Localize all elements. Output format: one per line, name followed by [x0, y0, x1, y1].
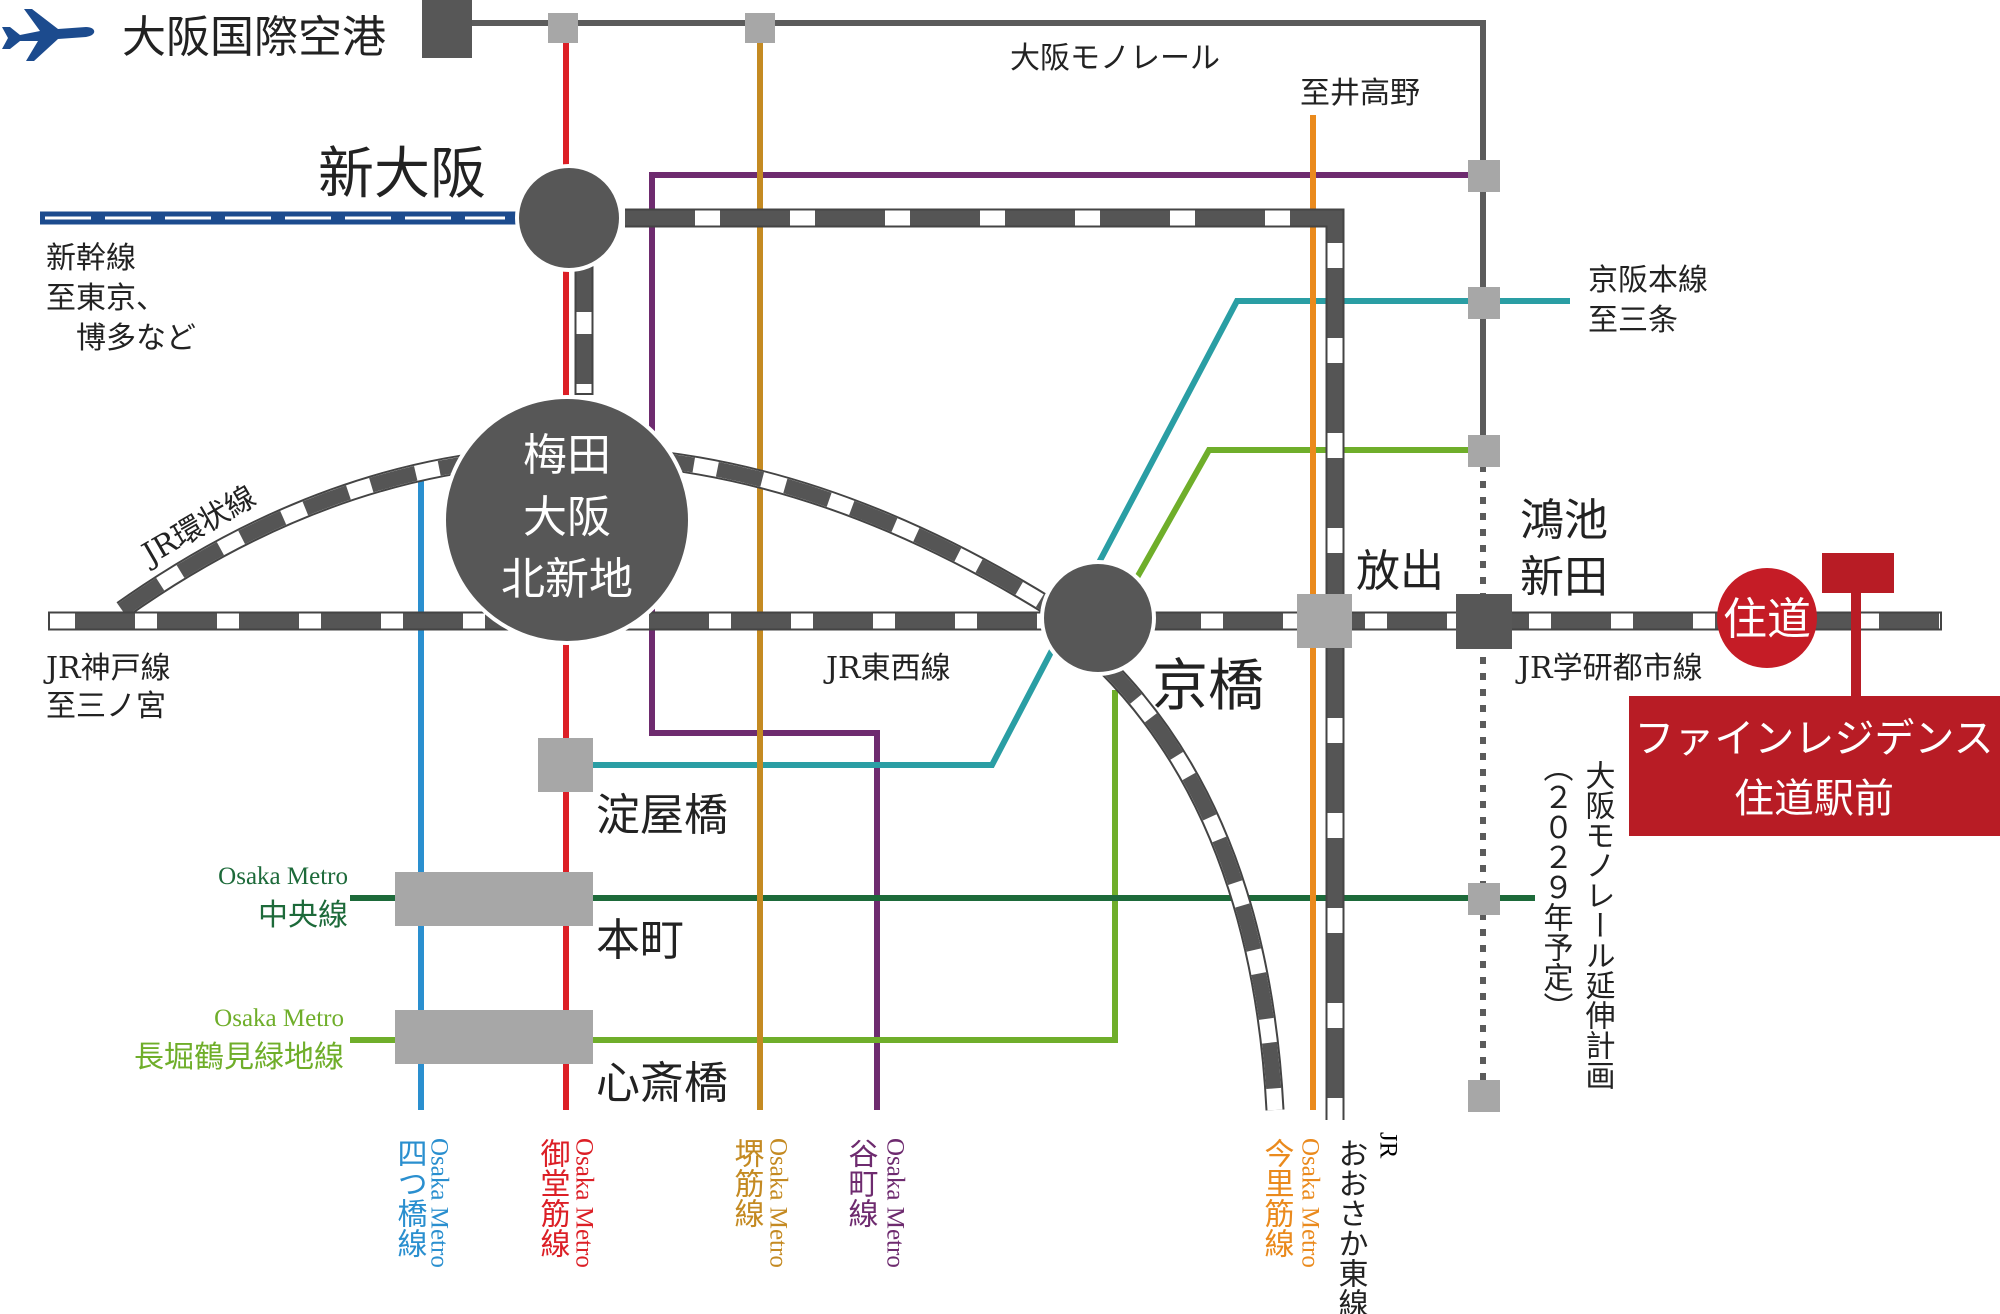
kitashinchi-label: 北新地: [501, 554, 633, 605]
keihan-line-lower: [590, 633, 1063, 768]
shinden-label: 新田: [1520, 552, 1608, 603]
kobe-line-dest-label: 至三ノ宮: [46, 689, 166, 724]
suminodo-marker: [1717, 568, 1817, 668]
suminodo-label: 住道: [1723, 594, 1811, 645]
property-pole: [1851, 593, 1861, 698]
property-name-label: ファインレジデンス: [1634, 716, 1993, 762]
midosuji-operator-label: Osaka Metro: [571, 1138, 598, 1268]
osaka-higashi-line-label: おおさか東線: [1333, 1138, 1368, 1314]
umeda-marker: [442, 395, 692, 645]
tanimachi-line-label: 谷町線: [843, 1138, 878, 1228]
transfer-box-midosuji-monorail: [548, 13, 578, 43]
transfer-box-monorail-end: [1468, 1080, 1500, 1112]
property-box: [1629, 696, 2000, 836]
monorail-extension-year-label: （２０２９年予定）: [1538, 752, 1574, 1022]
shinkansen-dest2-label: 博多など: [76, 321, 196, 356]
shin-osaka-label: 新大阪: [318, 142, 486, 207]
shinkansen-dest-label: 至東京、: [46, 281, 166, 316]
airport-label: 大阪国際空港: [122, 12, 386, 63]
tozai-line-label: JR東西線: [823, 651, 951, 686]
imazato-destination-label: 至井高野: [1300, 76, 1420, 111]
imazatosuji-operator-label: Osaka Metro: [1297, 1138, 1324, 1268]
shin-osaka-marker: [515, 164, 623, 272]
tanimachi-operator-label: Osaka Metro: [882, 1138, 909, 1268]
shinsaibashi-marker: [395, 1010, 593, 1064]
property-station-label: 住道駅前: [1734, 776, 1894, 822]
midosuji-line-label: 御堂筋線: [535, 1138, 571, 1258]
nagahori-line-label: 長堀鶴見緑地線: [134, 1040, 344, 1075]
tanimachi-line: [649, 172, 1485, 1110]
monorail-extension-label: 大阪モノレール延伸計画: [1580, 760, 1616, 1090]
honmachi-marker: [395, 872, 593, 926]
konoike-label: 鴻池: [1520, 495, 1608, 546]
kyobashi-label: 京橋: [1152, 654, 1264, 719]
sakaisuji-line-label: 堺筋線: [729, 1138, 765, 1228]
umeda-label: 梅田: [523, 430, 611, 481]
yotsubashi-operator-label: Osaka Metro: [426, 1138, 453, 1268]
jr-lines: [48, 208, 1942, 1120]
gakken-line-label: JR学研都市線: [1515, 651, 1703, 686]
imazatosuji-line-label: 今里筋線: [1259, 1138, 1295, 1258]
transfer-box-sakaisuji-monorail: [745, 13, 775, 43]
chuo-line-label: 中央線: [258, 898, 348, 933]
keihan-label: 京阪本線: [1588, 263, 1708, 298]
transfer-box-keihan-monorail: [1468, 287, 1500, 319]
transfer-boxes: [395, 0, 1512, 1112]
osaka-higashi-operator-label: JR: [1375, 1132, 1402, 1159]
hanaten-marker: [1297, 594, 1352, 648]
yotsubashi-line-label: 四つ橋線: [392, 1138, 428, 1258]
keihan-dest-label: 至三条: [1588, 303, 1678, 338]
konoike-marker: [1456, 594, 1512, 649]
transfer-box-tanimachi-monorail: [1468, 160, 1500, 192]
property-flag: [1822, 553, 1894, 593]
sakaisuji-operator-label: Osaka Metro: [765, 1138, 792, 1268]
airport-marker: [422, 0, 472, 58]
nagahori-line-upper: [1127, 447, 1483, 592]
hanaten-label: 放出: [1356, 546, 1444, 597]
shinsaibashi-label: 心斎橋: [596, 1058, 728, 1109]
monorail-label: 大阪モノレール: [1010, 41, 1220, 76]
shinkansen-label: 新幹線: [46, 241, 136, 276]
labels: 大阪国際空港 大阪モノレール 至井高野 新大阪 新幹線 至東京、 博多など 京阪…: [43, 12, 1994, 1314]
yodoyabashi-marker: [538, 738, 593, 792]
nagahori-line: [350, 690, 1118, 1043]
airplane-icon: [2, 9, 95, 61]
nagahori-operator-label: Osaka Metro: [214, 1005, 344, 1032]
honmachi-label: 本町: [596, 915, 684, 966]
keihan-line: [1092, 298, 1570, 572]
property-marker: [1629, 553, 2000, 836]
major-stations: [442, 164, 1817, 676]
transfer-box-nagahori-monorail: [1468, 435, 1500, 467]
yodoyabashi-label: 淀屋橋: [596, 790, 728, 841]
chuo-operator-label: Osaka Metro: [218, 863, 348, 890]
transfer-box-chuo-monorail: [1468, 883, 1500, 915]
kyobashi-marker: [1040, 560, 1156, 676]
kobe-line-label: JR神戸線: [43, 651, 171, 686]
osaka-label: 大阪: [523, 492, 611, 543]
